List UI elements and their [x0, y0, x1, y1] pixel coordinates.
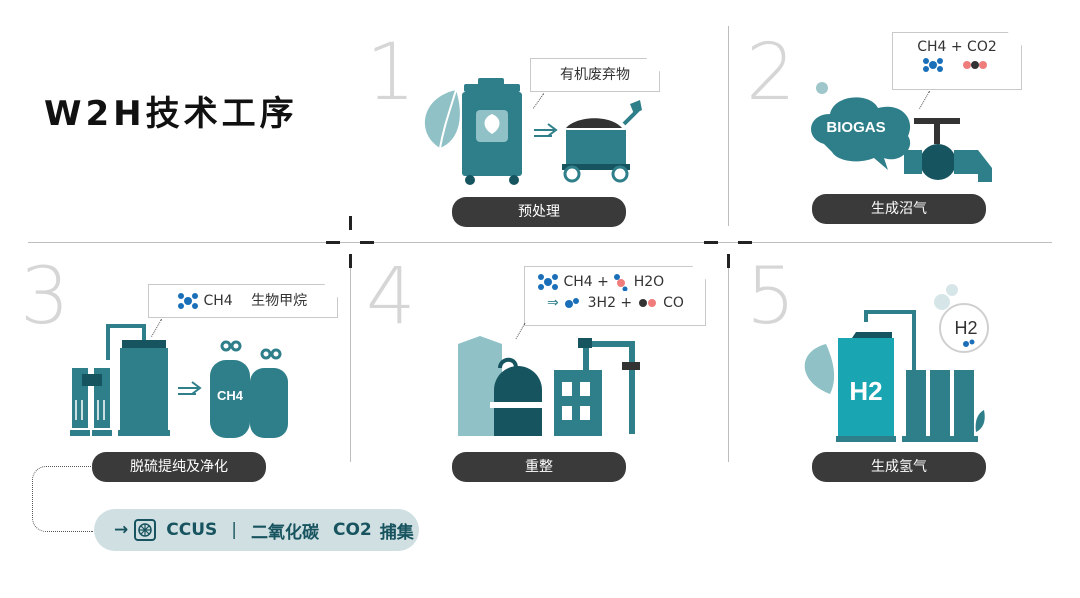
- step-4-number: 4: [366, 252, 416, 342]
- step-1-label[interactable]: 预处理: [452, 197, 626, 227]
- step-4-formula-line2b: CO: [663, 295, 684, 311]
- cross-marker-2: [360, 241, 374, 244]
- page-title: W2H技术工序: [44, 94, 298, 134]
- ccus-arrow: →: [114, 520, 129, 540]
- ccus-label: CCUS: [166, 520, 218, 540]
- step-2-formula: CH4 + CO2: [917, 39, 997, 55]
- h2-tank-label: H2: [849, 376, 882, 406]
- step-4-callout: CH4 + H2O ⇒ 3H2 + CO: [524, 266, 706, 326]
- step-5-label[interactable]: 生成氢气: [812, 452, 986, 482]
- step-2-label[interactable]: 生成沼气: [812, 194, 986, 224]
- vertical-divider-3: [728, 262, 729, 462]
- fan-icon: [134, 519, 157, 541]
- step-4-formula-water: H2O: [633, 274, 665, 290]
- step-2-callout: CH4 + CO2: [892, 32, 1022, 90]
- horizontal-divider: [28, 242, 1052, 243]
- molecule-icons: [923, 58, 987, 72]
- hydrogen-production-illustration: H2 H2: [804, 284, 989, 442]
- water-icon: [614, 274, 628, 292]
- cross-marker-3: [349, 216, 352, 230]
- ch4-tank-label: CH4: [217, 388, 244, 403]
- ccus-text: 二氧化碳: [250, 522, 319, 543]
- step-3-callout-text: 生物甲烷: [251, 293, 308, 309]
- cross-marker-5: [704, 241, 718, 244]
- step-1-callout: 有机废弃物: [530, 58, 660, 92]
- ccus-separator: |: [231, 520, 237, 540]
- step-4-formula-line1: CH4 +: [563, 274, 614, 290]
- cross-marker-4: [349, 254, 352, 268]
- h2-bubble-label: H2: [954, 318, 977, 338]
- methane-icon-4: [538, 274, 558, 290]
- step-3-label[interactable]: 脱硫提纯及净化: [92, 452, 266, 482]
- cross-marker-6: [738, 241, 752, 244]
- step-4-label[interactable]: 重整: [452, 452, 626, 482]
- ccus-text2: 捕集: [379, 522, 414, 543]
- step-2-number: 2: [746, 28, 796, 118]
- step-4-formula-line2a: 3H2 +: [587, 295, 633, 311]
- vertical-divider-2: [728, 26, 729, 226]
- step-3-callout: CH4 生物甲烷: [148, 284, 338, 318]
- reforming-plant-illustration: [458, 336, 640, 436]
- cross-marker-1: [326, 241, 340, 244]
- purification-illustration: CH4: [70, 324, 288, 438]
- waste-bin-illustration: [424, 78, 642, 185]
- step-1-callout-text: 有机废弃物: [560, 67, 630, 83]
- ccus-pill[interactable]: → CCUS | 二氧化碳 CO2 捕集: [94, 509, 419, 551]
- ccus-connector: [32, 466, 93, 532]
- step-1-number: 1: [366, 28, 416, 118]
- biogas-cloud-illustration: BIOGAS: [811, 82, 992, 182]
- arrow-icon: ⇒: [547, 295, 559, 311]
- ccus-formula: CO2: [332, 520, 372, 540]
- step-5-number: 5: [746, 252, 796, 342]
- hydrogen-icon: [565, 298, 580, 308]
- vertical-divider-1: [350, 262, 351, 462]
- biogas-text: BIOGAS: [826, 119, 885, 136]
- step-3-number: 3: [20, 252, 70, 342]
- step-3-formula: CH4: [203, 293, 233, 309]
- methane-icon: [178, 293, 198, 309]
- cross-marker-7: [727, 254, 730, 268]
- carbon-monoxide-icon: [638, 299, 656, 307]
